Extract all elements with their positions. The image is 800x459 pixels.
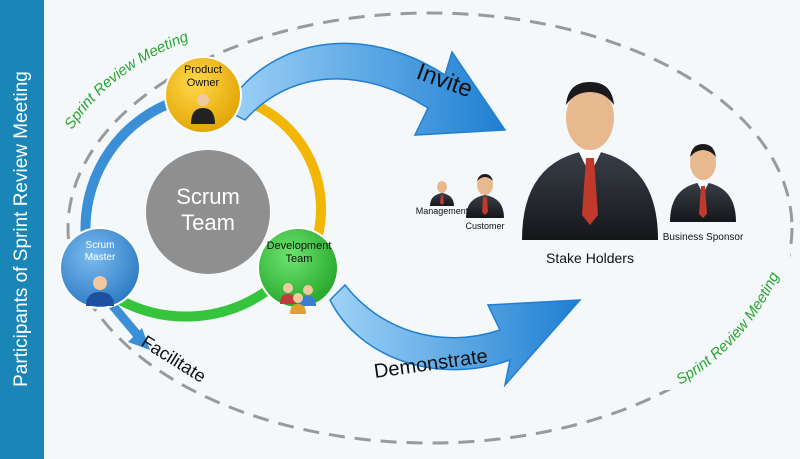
product-owner-person-icon bbox=[191, 94, 215, 124]
scrum-master-circle bbox=[59, 227, 141, 309]
sidebar: Participants of Sprint Review Meeting bbox=[0, 0, 44, 459]
development-team-people-icon bbox=[280, 283, 316, 314]
scrum-team-label: Scrum Team bbox=[176, 184, 240, 235]
management-label: Management bbox=[415, 206, 469, 216]
development-team-label: Development Team bbox=[266, 240, 332, 265]
business-sponsor-label: Business Sponsor bbox=[662, 232, 744, 243]
customer-person-icon bbox=[466, 174, 504, 218]
customer-label: Customer bbox=[465, 221, 505, 231]
facilitate-arrow-head bbox=[128, 328, 150, 350]
demonstrate-arrow bbox=[329, 283, 582, 388]
stake-holders-label: Stake Holders bbox=[546, 250, 634, 266]
scrum-master-person-icon bbox=[86, 276, 114, 306]
stake-holders-person-icon bbox=[522, 82, 658, 240]
invite-arrow bbox=[223, 42, 507, 136]
management-person-icon bbox=[430, 181, 454, 206]
product-owner-label: Product Owner bbox=[184, 64, 222, 89]
ring-arc-blue bbox=[80, 99, 170, 241]
oval-gap-top bbox=[150, 4, 240, 44]
oval-gap-right bbox=[660, 250, 790, 390]
business-sponsor-person-icon bbox=[670, 144, 736, 222]
scrum-master-label: Scrum Master bbox=[84, 240, 116, 263]
scrum-team-circle bbox=[146, 150, 270, 274]
meeting-boundary-oval bbox=[66, 11, 794, 445]
ring-arc-green bbox=[117, 285, 271, 322]
